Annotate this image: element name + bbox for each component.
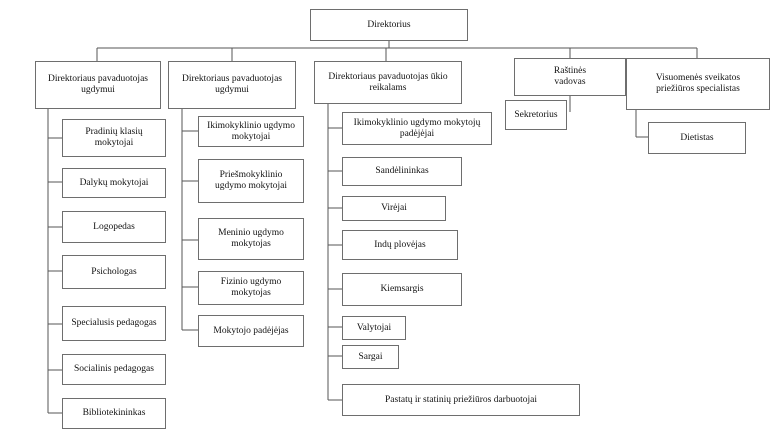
deputy-education-1-box: Direktoriaus pavaduotojas ugdymui: [35, 61, 161, 109]
yard-keeper-box: Kiemsargis: [342, 273, 462, 306]
special-pedagogue-box: Specialusis pedagogas: [62, 306, 166, 341]
subject-teachers-box: Dalykų mokytojai: [62, 168, 166, 198]
guards-box: Sargai: [342, 345, 399, 369]
preschool-teachers-box: Ikimokyklinio ugdymo mokytojai: [198, 116, 304, 147]
pre-primary-teachers-box: Priešmokyklinio ugdymo mokytojai: [198, 159, 304, 203]
director-box: Direktorius: [310, 9, 468, 41]
teacher-assistant-box: Mokytojo padėjėjas: [198, 315, 304, 347]
dietitian-box: Dietistas: [648, 122, 746, 154]
preschool-assistants-box: Ikimokyklinio ugdymo mokytojų padėjėjai: [342, 112, 492, 145]
librarian-box: Bibliotekininkas: [62, 398, 166, 429]
storekeeper-box: Sandėlininkas: [342, 157, 462, 186]
public-health-specialist-box: Visuomenės sveikatos priežiūros speciali…: [626, 58, 770, 110]
cleaners-box: Valytojai: [342, 316, 406, 340]
art-teacher-box: Meninio ugdymo mokytojas: [198, 218, 304, 260]
dishwasher-box: Indų plovėjas: [342, 230, 458, 260]
deputy-education-2-box: Direktoriaus pavaduotojas ugdymui: [168, 61, 296, 109]
speech-therapist-box: Logopedas: [62, 211, 166, 243]
building-maintenance-box: Pastatų ir statinių priežiūros darbuotoj…: [342, 384, 580, 416]
pe-teacher-box: Fizinio ugdymo mokytojas: [198, 271, 304, 305]
psychologist-box: Psichologas: [62, 255, 166, 289]
deputy-facilities-box: Direktoriaus pavaduotojas ūkio reikalams: [314, 61, 462, 104]
secretary-box: Sekretorius: [505, 100, 567, 130]
primary-teachers-box: Pradinių klasių mokytojai: [62, 119, 166, 157]
social-pedagogue-box: Socialinis pedagogas: [62, 354, 166, 385]
cooks-box: Virėjai: [342, 196, 446, 221]
office-head-box: Raštinės vadovas: [514, 58, 626, 96]
